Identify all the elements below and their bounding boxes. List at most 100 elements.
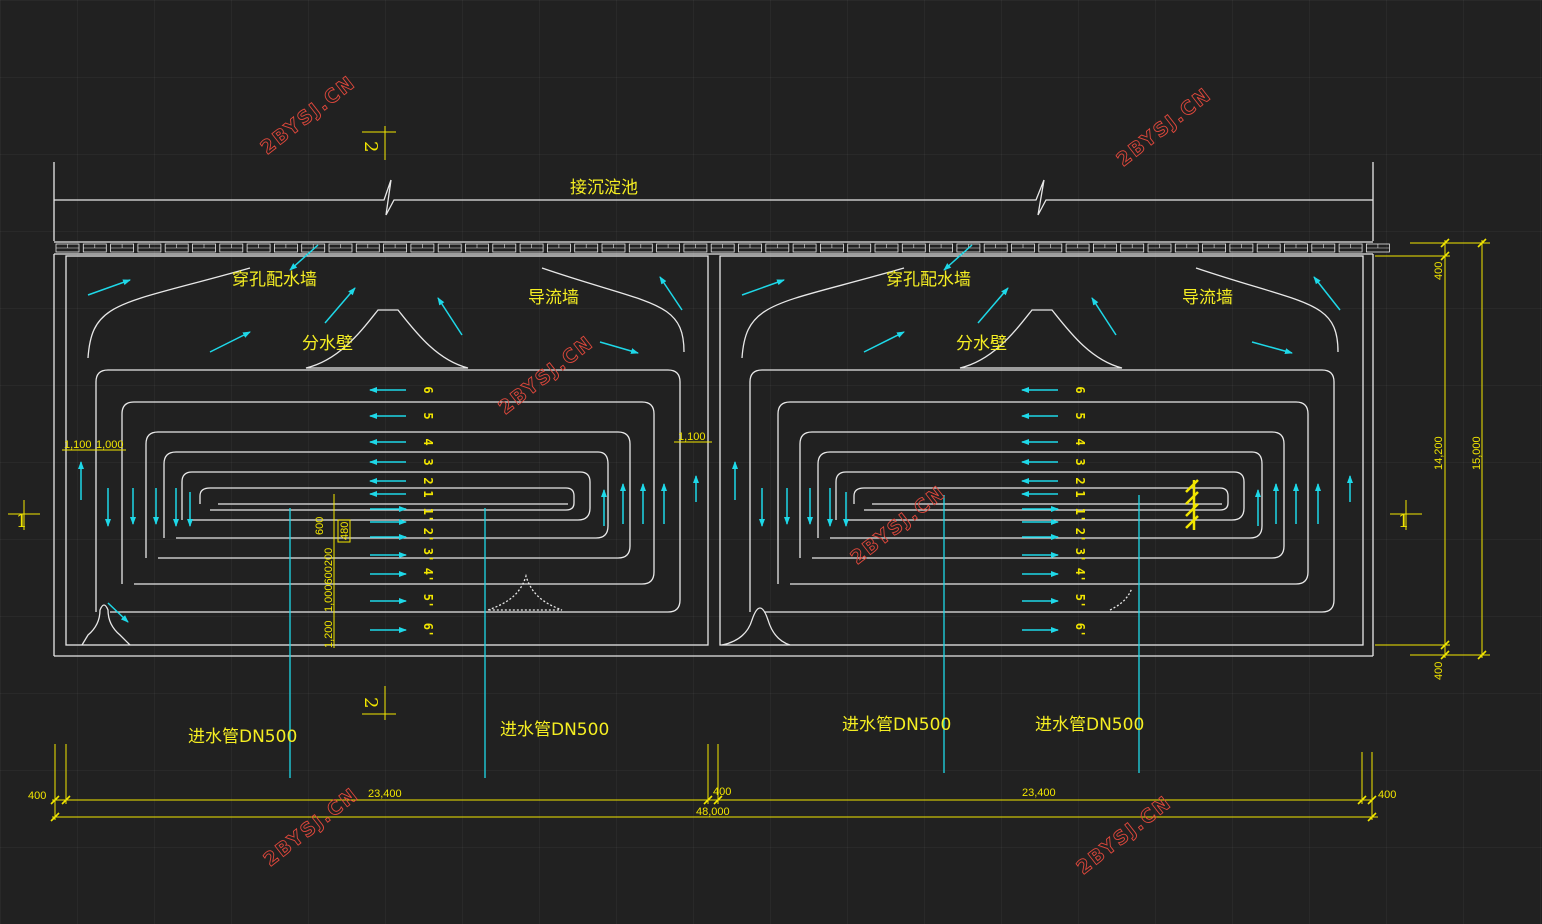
brick	[820, 243, 844, 253]
dim-tick	[1367, 795, 1377, 805]
dim-wall-left: 400	[28, 790, 46, 802]
dim-wall-top: 400	[1433, 262, 1445, 280]
dim-total-width: 48,000	[696, 806, 730, 818]
label-inlet-pipe-4: 进水管DN500	[1035, 715, 1144, 735]
channel-number: 4'	[421, 568, 435, 582]
brick	[1093, 243, 1117, 253]
upper-tank-outline	[53, 162, 1374, 241]
brick	[1202, 243, 1226, 253]
right-dimensions: 400 14,200 15,000 400	[1375, 240, 1490, 680]
brick	[110, 243, 134, 253]
flow-arrow	[1091, 297, 1117, 336]
brick	[355, 243, 380, 253]
dim-gap-1100-left: 1,100	[64, 439, 92, 451]
watermark-text: 2BYSJ.CN	[495, 331, 599, 419]
channel-number: 1	[1073, 490, 1087, 497]
dim-tick	[50, 812, 60, 822]
dim-tick	[50, 795, 60, 805]
label-guide-wall-left: 导流墙	[528, 288, 579, 308]
watermark-text: 2BYSJ.CN	[257, 71, 361, 159]
dim-half-width-left: 23,400	[368, 788, 402, 800]
brick	[901, 243, 926, 253]
brick	[1311, 243, 1336, 253]
brick	[164, 243, 189, 253]
perforated-brick-wall	[54, 241, 1390, 255]
section-mark-2-bottom: 2	[360, 697, 381, 708]
brick	[192, 243, 216, 253]
label-inlet-pipe-1: 进水管DN500	[188, 727, 297, 747]
brick	[82, 243, 107, 253]
brick	[437, 243, 462, 253]
brick	[410, 243, 435, 253]
watermark-text: 2BYSJ.CN	[260, 783, 364, 871]
flow-arrow	[107, 602, 129, 623]
flow-arrow	[1251, 341, 1293, 355]
brick	[1120, 243, 1145, 253]
dim-total-height: 15,000	[1471, 436, 1483, 470]
channel-number: 6'	[1073, 623, 1087, 637]
dim-1000-600-200: 1,000600200	[323, 548, 335, 612]
brick	[219, 243, 244, 253]
right-labels: 穿孔配水墙 导流墙 分水壁 进水管DN500 进水管DN500	[842, 270, 1233, 735]
dim-tick	[1357, 795, 1367, 805]
section-mark-1-right: 1	[1398, 511, 1409, 532]
brick	[1256, 243, 1281, 253]
flow-arrow	[863, 331, 905, 353]
channel-number: 4	[1073, 438, 1087, 445]
dim-tick	[61, 795, 71, 805]
brick	[301, 243, 326, 253]
channel-number: 5	[1073, 412, 1087, 419]
dim-tick	[713, 795, 723, 805]
brick	[765, 243, 790, 253]
left-basin	[81, 267, 685, 646]
brick	[55, 243, 80, 253]
channel-number: 2'	[421, 528, 435, 542]
bottom-dimensions: 400 23,400 400 23,400 400 48,000	[28, 238, 1487, 822]
flow-arrow	[87, 279, 131, 296]
flow-arrow	[977, 287, 1009, 324]
flow-arrow	[599, 341, 639, 354]
channel-number: 5'	[1073, 594, 1087, 608]
brick	[929, 243, 953, 253]
brick	[601, 243, 626, 253]
brick	[1284, 243, 1308, 253]
dim-gap-1100-right: 1,100	[678, 431, 706, 443]
label-guide-wall-right: 导流墙	[1182, 288, 1233, 308]
channel-number: 1	[421, 490, 435, 497]
brick	[1174, 243, 1199, 253]
right-basin	[721, 267, 1339, 646]
brick	[1366, 243, 1390, 253]
brick	[273, 243, 298, 253]
brick	[1011, 243, 1035, 253]
label-inlet-pipe-2: 进水管DN500	[500, 720, 609, 740]
brick	[710, 243, 735, 253]
flow-arrow	[741, 279, 785, 296]
dim-wall-right: 400	[1378, 789, 1396, 801]
brick	[246, 243, 271, 253]
brick	[547, 243, 571, 253]
dim-600: 600	[314, 517, 326, 535]
channel-number: 4'	[1073, 568, 1087, 582]
channel-number: 3'	[1073, 548, 1087, 562]
channel-number: 3	[421, 458, 435, 465]
inlet-pipes	[289, 495, 1140, 778]
watermark-text: 2BYSJ.CN	[847, 481, 951, 569]
brick	[465, 243, 489, 253]
label-perforated-wall-right: 穿孔配水墙	[886, 270, 971, 290]
channel-number: 5	[421, 412, 435, 419]
label-perforated-wall-left: 穿孔配水墙	[232, 270, 317, 290]
basin-outline	[53, 254, 1374, 657]
label-splitter-right: 分水壁	[956, 334, 1007, 354]
channel-number: 6'	[421, 623, 435, 637]
dim-1200: 1,200	[323, 620, 335, 648]
flow-arrow	[324, 287, 356, 324]
flow-arrow	[437, 297, 463, 336]
dim-wall-middle: 400	[713, 786, 731, 798]
brick	[738, 243, 762, 253]
brick	[683, 243, 708, 253]
channel-number: 3	[1073, 458, 1087, 465]
brick	[1338, 243, 1363, 253]
